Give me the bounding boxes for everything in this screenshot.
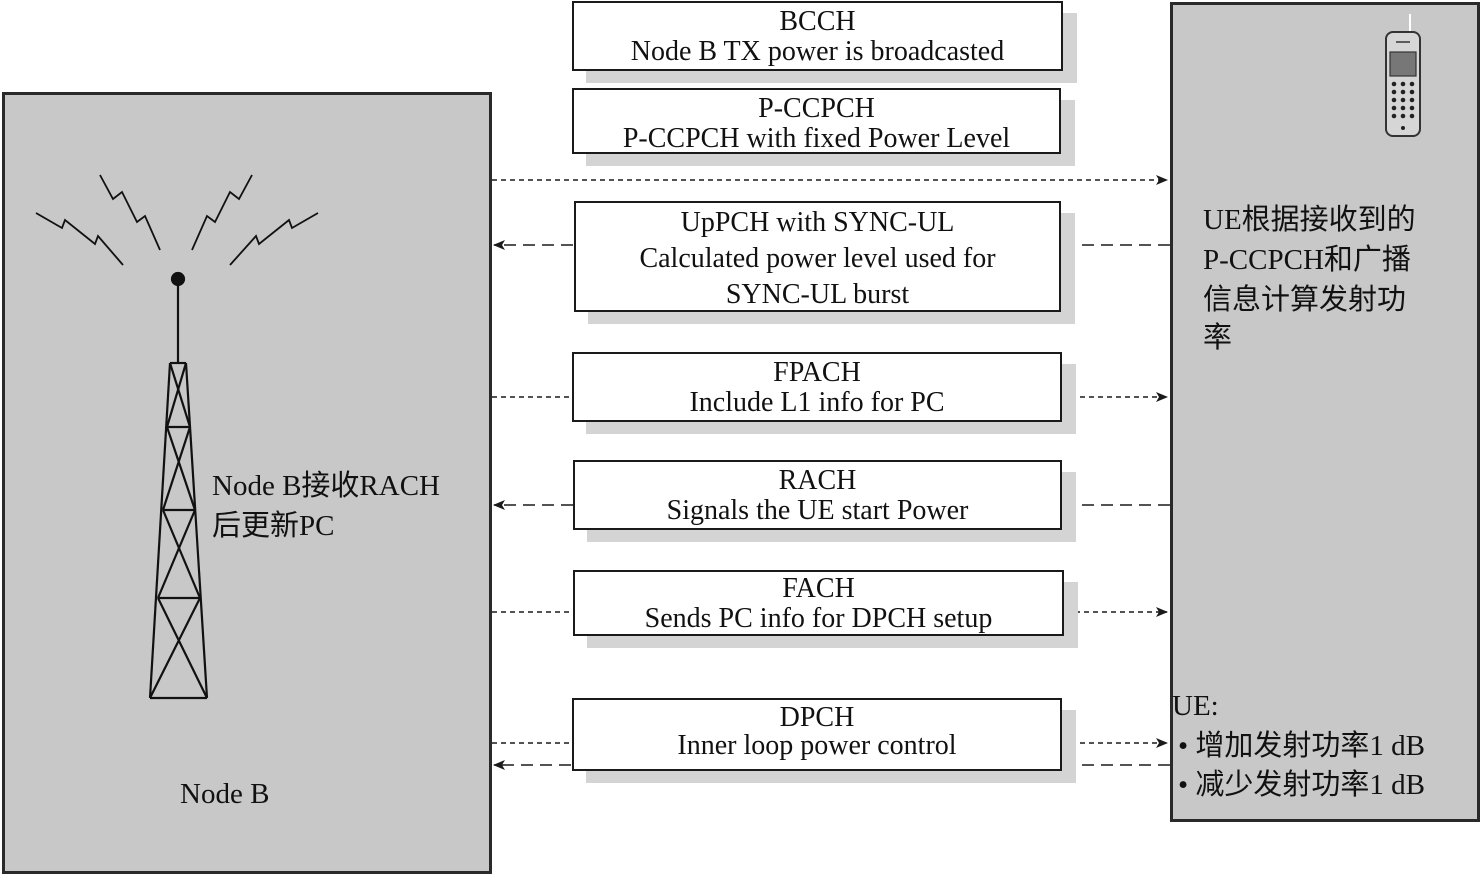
message-bcch-desc: Node B TX power is broadcasted <box>630 36 1005 67</box>
message-pccpch: P-CCPCH P-CCPCH with fixed Power Level <box>572 88 1061 154</box>
message-pccpch-desc: P-CCPCH with fixed Power Level <box>622 123 1011 154</box>
message-pccpch-channel: P-CCPCH <box>758 93 875 124</box>
node-b-label: Node B <box>180 778 270 810</box>
ue-action-increase: • 增加发射功率1 dB <box>1178 726 1425 766</box>
message-bcch: BCCH Node B TX power is broadcasted <box>572 1 1063 71</box>
ue-panel <box>1170 2 1480 822</box>
ue-action-decrease-text: 减少发射功率1 dB <box>1195 769 1425 801</box>
ue-action-decrease: • 减少发射功率1 dB <box>1178 765 1425 805</box>
ue-note-line2: P-CCPCH和广播 <box>1203 244 1411 276</box>
message-uppch-desc2: SYNC-UL burst <box>725 279 910 310</box>
ue-action-increase-text: 增加发射功率1 dB <box>1195 730 1425 762</box>
message-dpch: DPCH Inner loop power control <box>572 698 1062 771</box>
ue-actions-title: UE: <box>1172 690 1219 722</box>
message-rach-desc: Signals the UE start Power <box>666 495 969 526</box>
message-uppch: UpPCH with SYNC-UL Calculated power leve… <box>574 201 1061 312</box>
message-dpch-channel: DPCH <box>779 702 855 733</box>
mobile-phone-icon <box>1385 14 1421 137</box>
ue-note-line4: 率 <box>1203 322 1233 354</box>
message-fach-desc: Sends PC info for DPCH setup <box>644 603 993 634</box>
node-b-rach-note-line2: 后更新PC <box>212 510 335 542</box>
node-b-rach-note-line1: Node B接收RACH <box>212 470 440 502</box>
radio-tower-icon <box>35 174 319 700</box>
message-fach: FACH Sends PC info for DPCH setup <box>573 570 1064 636</box>
message-fach-channel: FACH <box>782 573 855 604</box>
node-b-panel <box>2 92 492 874</box>
bullet-icon: • <box>1178 769 1189 801</box>
ue-note-line3: 信息计算发射功 <box>1203 284 1407 316</box>
message-fpach: FPACH Include L1 info for PC <box>572 352 1062 422</box>
ue-note-line1: UE根据接收到的 <box>1203 204 1416 236</box>
message-fpach-channel: FPACH <box>773 357 861 388</box>
message-bcch-channel: BCCH <box>779 6 856 37</box>
message-rach-channel: RACH <box>778 465 857 496</box>
bullet-icon: • <box>1178 730 1189 762</box>
message-uppch-channel: UpPCH with SYNC-UL <box>680 207 955 238</box>
message-fpach-desc: Include L1 info for PC <box>689 387 945 418</box>
message-uppch-desc: Calculated power level used for <box>639 243 996 274</box>
message-rach: RACH Signals the UE start Power <box>573 460 1062 530</box>
message-dpch-desc: Inner loop power control <box>677 730 957 761</box>
